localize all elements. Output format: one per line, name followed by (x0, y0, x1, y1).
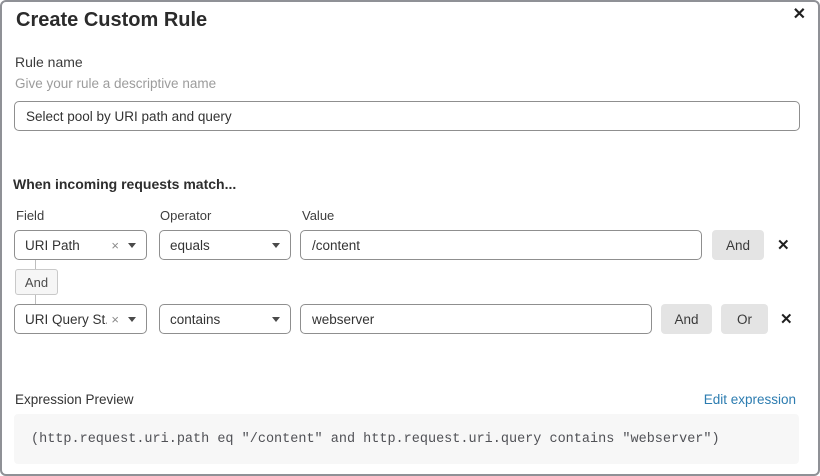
field-select-value: URI Query St... (25, 311, 108, 327)
close-icon[interactable]: ✕ (792, 6, 806, 23)
expression-preview-code: (http.request.uri.path eq "/content" and… (14, 414, 799, 464)
condition-row: URI Path × equals And ✕ (14, 230, 790, 260)
chevron-down-icon (128, 316, 136, 322)
chevron-down-icon (272, 316, 280, 322)
rule-name-input[interactable] (14, 101, 800, 131)
connector-line (35, 295, 36, 304)
field-column-label: Field (16, 208, 45, 223)
edit-expression-link[interactable]: Edit expression (703, 392, 796, 407)
operator-select[interactable]: equals (159, 230, 291, 260)
operator-select-value: contains (170, 311, 221, 327)
field-select-value: URI Path (25, 237, 80, 253)
rule-name-help-text: Give your rule a descriptive name (15, 76, 217, 91)
chevron-down-icon (272, 242, 280, 248)
operator-select[interactable]: contains (159, 304, 291, 334)
operator-select-value: equals (170, 237, 210, 253)
connector-line (35, 260, 36, 269)
remove-condition-icon[interactable]: ✕ (780, 310, 793, 328)
expression-text: (http.request.uri.path eq "/content" and… (31, 431, 720, 447)
remove-condition-icon[interactable]: ✕ (777, 236, 790, 254)
clear-selection-icon[interactable]: × (111, 311, 119, 327)
value-input[interactable] (300, 230, 702, 260)
dialog-title: Create Custom Rule (16, 9, 208, 31)
clear-selection-icon[interactable]: × (111, 237, 119, 253)
value-column-label: Value (302, 208, 335, 223)
add-and-condition-button[interactable]: And (712, 230, 764, 260)
add-or-condition-button[interactable]: Or (721, 304, 768, 334)
connector-and-badge: And (15, 269, 58, 295)
operator-column-label: Operator (160, 208, 212, 223)
rule-name-label: Rule name (15, 54, 83, 70)
condition-row: URI Query St... × contains And Or ✕ (14, 304, 793, 334)
match-section-heading: When incoming requests match... (13, 176, 237, 192)
chevron-down-icon (128, 242, 136, 248)
value-input[interactable] (300, 304, 652, 334)
field-select[interactable]: URI Path × (14, 230, 147, 260)
field-select[interactable]: URI Query St... × (14, 304, 147, 334)
add-and-condition-button[interactable]: And (661, 304, 712, 334)
expression-preview-label: Expression Preview (15, 392, 134, 407)
